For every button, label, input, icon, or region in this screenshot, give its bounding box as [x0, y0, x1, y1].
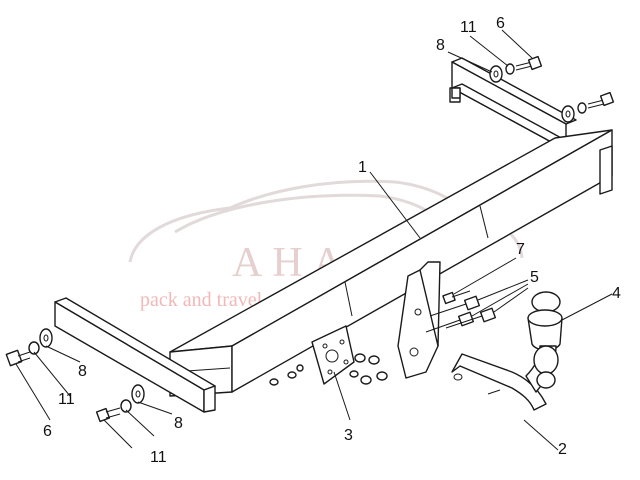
receiver-bracket [397, 261, 441, 379]
right-top-fasteners [451, 55, 615, 123]
callout-1: 1 [358, 159, 367, 176]
callout-8-left-lower: 8 [174, 415, 183, 432]
bolt-set-5-7 [425, 290, 497, 333]
callout-6-top-right: 6 [496, 15, 505, 32]
callout-11-left-upper: 11 [58, 391, 75, 408]
socket-mounting-plate [311, 325, 355, 385]
bolt-6-lower [95, 407, 121, 423]
bolt-5a [429, 295, 481, 317]
watermark-tagline: pack and travel [140, 289, 263, 311]
callout-labels: 1 2 3 4 5 6 6 7 8 8 8 11 11 11 [43, 15, 621, 466]
callout-4: 4 [612, 285, 621, 302]
bolt-6-upper [5, 349, 31, 367]
watermark-car-roofline [174, 193, 442, 234]
callout-8-top-right: 8 [436, 37, 445, 54]
plate-fasteners [269, 353, 388, 386]
callout-2: 2 [558, 441, 567, 458]
bolt-5c [445, 307, 497, 329]
ball-mount-neck [451, 345, 559, 411]
left-mounting-bracket [54, 297, 216, 413]
left-fasteners [5, 328, 145, 423]
callout-11-top-right: 11 [460, 19, 477, 36]
callout-3: 3 [344, 427, 353, 444]
leader-lines [15, 29, 613, 451]
callout-5: 5 [530, 269, 539, 286]
callout-8-left-upper: 8 [78, 363, 87, 380]
callout-7: 7 [516, 241, 525, 258]
bolt-7 [442, 290, 471, 305]
callout-11-left-lower: 11 [150, 449, 167, 466]
tow-ball [527, 291, 563, 351]
callout-6-lower-left: 6 [43, 423, 52, 440]
